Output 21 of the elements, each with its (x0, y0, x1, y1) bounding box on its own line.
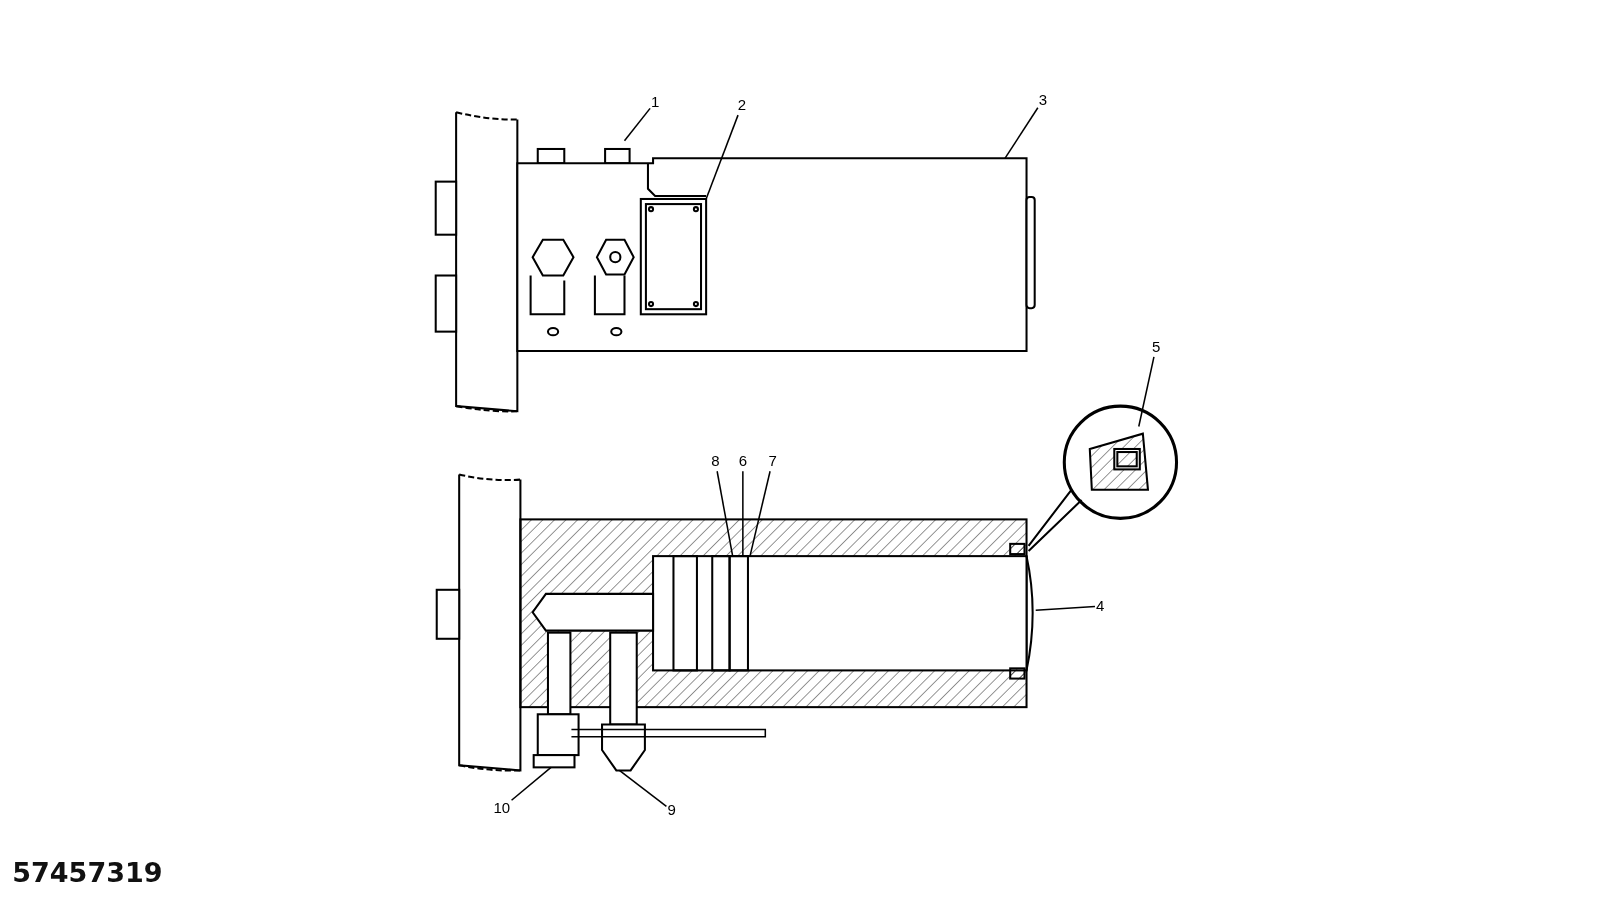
leader-line (623, 107, 651, 142)
callout-number: 10 (493, 799, 511, 818)
callout-number: 3 (1038, 91, 1048, 109)
callout-number: 2 (737, 96, 747, 115)
callout-number: 7 (768, 452, 777, 471)
leader-line (510, 766, 552, 801)
callout-number: 5 (1152, 337, 1161, 356)
callout-number: 9 (667, 801, 676, 820)
leader-line (705, 114, 739, 200)
callout-number: 4 (1096, 597, 1105, 616)
leader-line (716, 470, 734, 557)
leader-line (742, 470, 744, 557)
leader-line (749, 470, 771, 557)
callout-number: 8 (711, 452, 720, 471)
part-number: 57457319 (12, 857, 163, 889)
leader-line (1004, 106, 1039, 159)
leader-line (618, 769, 668, 808)
leader-line (1138, 356, 1155, 428)
callout-number: 1 (651, 93, 660, 112)
callout-number: 6 (738, 452, 748, 471)
leader-line (1034, 605, 1096, 611)
